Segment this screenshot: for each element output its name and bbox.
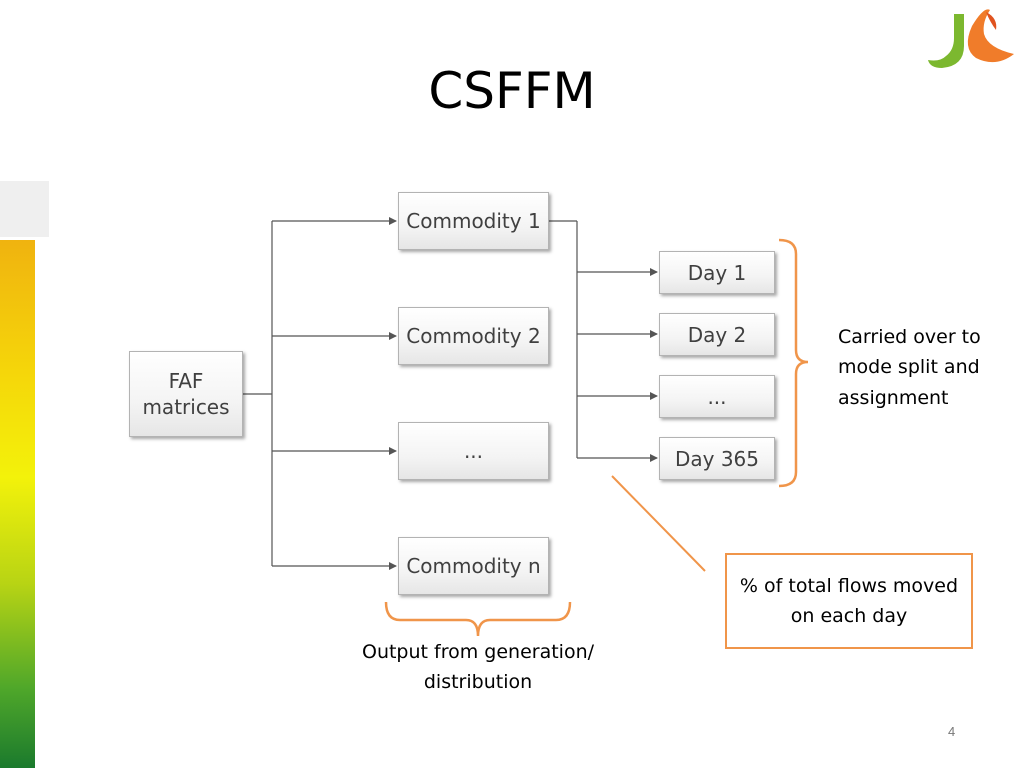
left-gradient-bar [0,240,35,768]
callout-text: % of total flows moved on each day [739,574,959,627]
day-label: Day 365 [674,446,760,471]
daily-flows-callout: % of total flows moved on each day [725,553,973,649]
logo-icon [928,9,1014,68]
commodity-label: Commodity 1 [406,209,541,233]
day-box: ... [659,375,775,418]
day-label: Day 1 [687,260,747,285]
commodity-box: Commodity 2 [398,307,549,365]
day-box: Day 1 [659,251,775,294]
page-number: 4 [948,724,956,739]
commodity-box: Commodity n [398,537,549,595]
faf-matrices-label: FAF matrices [142,369,230,419]
slide-title: CSFFM [428,62,596,120]
days-brace [778,238,809,488]
output-from-note: Output from generation/ distribution [361,641,595,694]
day-label: ... [707,384,727,409]
commodity-label: ... [463,439,484,463]
day-box: Day 365 [659,437,775,480]
commodity-box: Commodity 1 [398,192,549,250]
commodity-box: ... [398,422,549,480]
corner-block [0,181,49,237]
commodity-label: Commodity 2 [406,324,541,348]
commodities-brace [384,601,572,637]
carried-over-note: Carried over to mode split and assignmen… [838,326,981,409]
faf-matrices-box: FAF matrices [129,351,243,437]
day-box: Day 2 [659,313,775,356]
day-label: Day 2 [687,322,747,347]
callout-pointer [611,475,706,572]
commodity-label: Commodity n [406,554,541,578]
